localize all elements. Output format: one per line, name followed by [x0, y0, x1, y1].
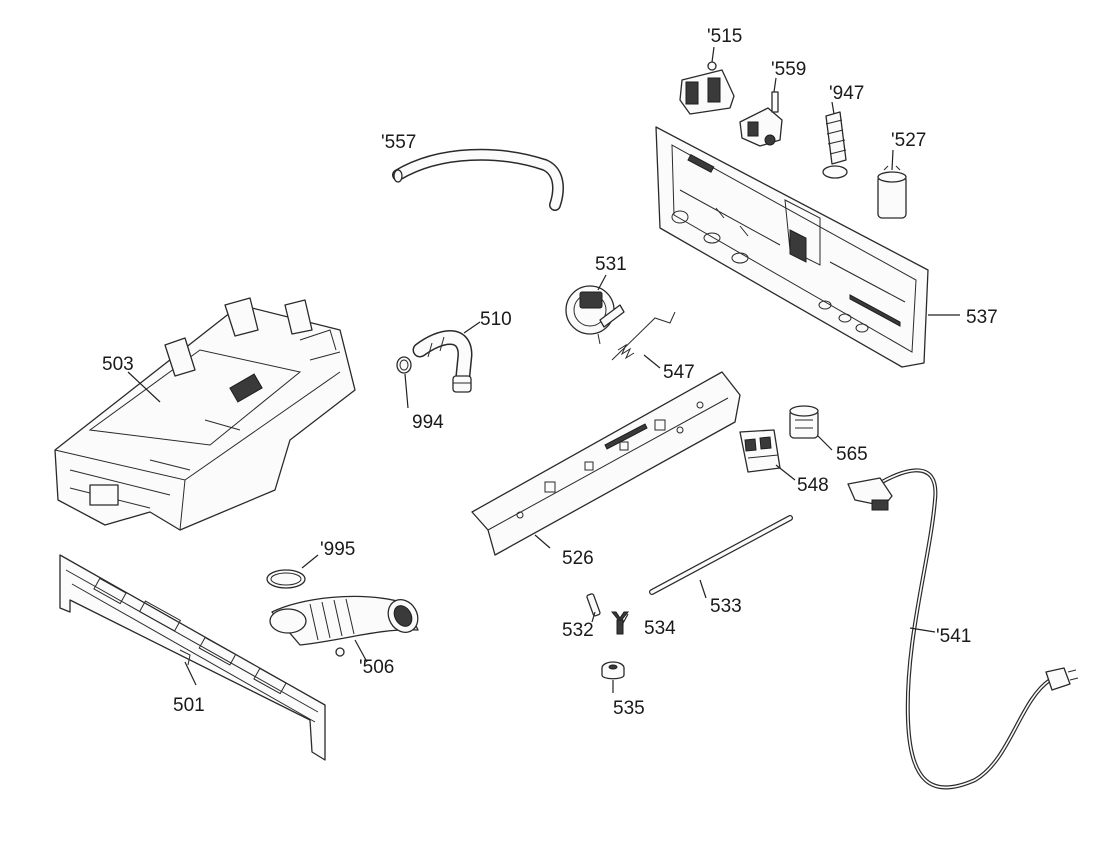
pressure-switch-531[interactable]	[565, 285, 625, 345]
callout-547: 547	[663, 362, 695, 383]
clamp-995[interactable]	[266, 569, 306, 589]
callout-947: '947	[829, 83, 864, 104]
power-cord-541[interactable]	[847, 468, 1079, 790]
dispenser-housing-503[interactable]	[54, 297, 356, 531]
leader-lines	[127, 46, 960, 693]
connector-947[interactable]	[822, 111, 848, 179]
wire-spring-547[interactable]	[611, 311, 676, 361]
callout-532: 532	[562, 620, 594, 641]
callout-501: 501	[173, 695, 205, 716]
foot-535[interactable]	[601, 661, 625, 680]
ring-994[interactable]	[396, 356, 412, 374]
valve-559[interactable]	[739, 91, 783, 147]
callout-533: 533	[710, 596, 742, 617]
callout-559: '559	[771, 59, 806, 80]
callout-526: 526	[562, 548, 594, 569]
pin-532[interactable]	[586, 593, 601, 617]
capacitor-527[interactable]	[877, 165, 907, 219]
valve-515[interactable]	[679, 61, 735, 115]
callout-515: '515	[707, 26, 742, 47]
callout-510: 510	[480, 309, 512, 330]
mounting-bracket-526[interactable]	[471, 371, 741, 556]
rod-533[interactable]	[649, 515, 793, 595]
callout-994: 994	[412, 412, 444, 433]
callout-527: '527	[891, 130, 926, 151]
callout-557: '557	[381, 132, 416, 153]
callout-labels: 501 503 '506 510 '515 526 '527 531 532 5…	[102, 26, 998, 719]
callout-995: '995	[320, 539, 355, 560]
clip-534[interactable]	[610, 611, 630, 635]
hose-510[interactable]	[412, 330, 473, 393]
control-panel-frame-501[interactable]	[59, 554, 326, 761]
inlet-hose-557[interactable]	[392, 148, 564, 211]
bellows-hose-506[interactable]	[269, 594, 424, 657]
terminal-block-548[interactable]	[739, 429, 781, 473]
callout-534: 534	[644, 618, 676, 639]
callout-548: 548	[797, 475, 829, 496]
callout-537: 537	[966, 307, 998, 328]
callout-503: 503	[102, 354, 134, 375]
callout-541: '541	[936, 626, 971, 647]
callout-531: 531	[595, 254, 627, 275]
rear-panel-537[interactable]	[655, 126, 929, 368]
callout-535: 535	[613, 698, 645, 719]
relay-565[interactable]	[789, 405, 819, 439]
callout-506: '506	[359, 657, 394, 678]
callout-565: 565	[836, 444, 868, 465]
